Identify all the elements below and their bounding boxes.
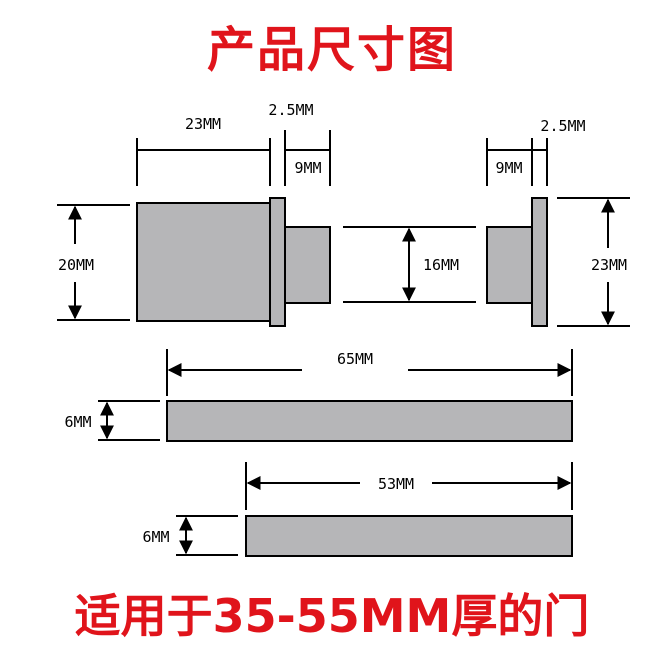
female-tip xyxy=(486,226,533,304)
short-screw-bar xyxy=(245,515,573,557)
male-top-dimensions: 23MM 2.5MM 9MM xyxy=(136,101,331,186)
female-flange-label: 2.5MM xyxy=(540,117,585,135)
female-height-dimension: 23MM xyxy=(557,197,630,327)
short-screw-height-dimension: 6MM xyxy=(142,515,238,556)
short-screw-length-dimension: 53MM xyxy=(245,462,573,510)
long-screw-length-dimension: 65MM xyxy=(166,349,573,396)
male-body xyxy=(136,202,271,322)
female-height-label: 23MM xyxy=(591,256,627,274)
male-tip xyxy=(284,226,331,304)
page-title: 产品尺寸图 xyxy=(206,22,457,78)
female-tip-label: 9MM xyxy=(495,159,522,177)
male-length-label: 23MM xyxy=(185,115,221,133)
long-screw-height-dimension: 6MM xyxy=(64,400,160,441)
male-connector-part xyxy=(136,197,331,327)
short-screw-height-label: 6MM xyxy=(142,528,169,546)
long-screw-length-label: 65MM xyxy=(337,350,373,368)
male-height-dimension: 20MM xyxy=(57,204,130,321)
male-height-label: 20MM xyxy=(58,256,94,274)
male-tip-label: 9MM xyxy=(294,159,321,177)
short-screw-length-label: 53MM xyxy=(378,475,414,493)
usage-caption: 适用于35-55MM厚的门 xyxy=(74,589,590,643)
male-flange-label: 2.5MM xyxy=(268,101,313,119)
female-flange xyxy=(531,197,548,327)
inner-height-label: 16MM xyxy=(423,256,459,274)
female-top-dimensions: 9MM 2.5MM xyxy=(486,117,586,186)
male-flange xyxy=(269,197,286,327)
female-connector-part xyxy=(486,197,548,327)
inner-height-dimension: 16MM xyxy=(343,226,476,303)
long-screw-bar xyxy=(166,400,573,442)
long-screw-height-label: 6MM xyxy=(64,413,91,431)
